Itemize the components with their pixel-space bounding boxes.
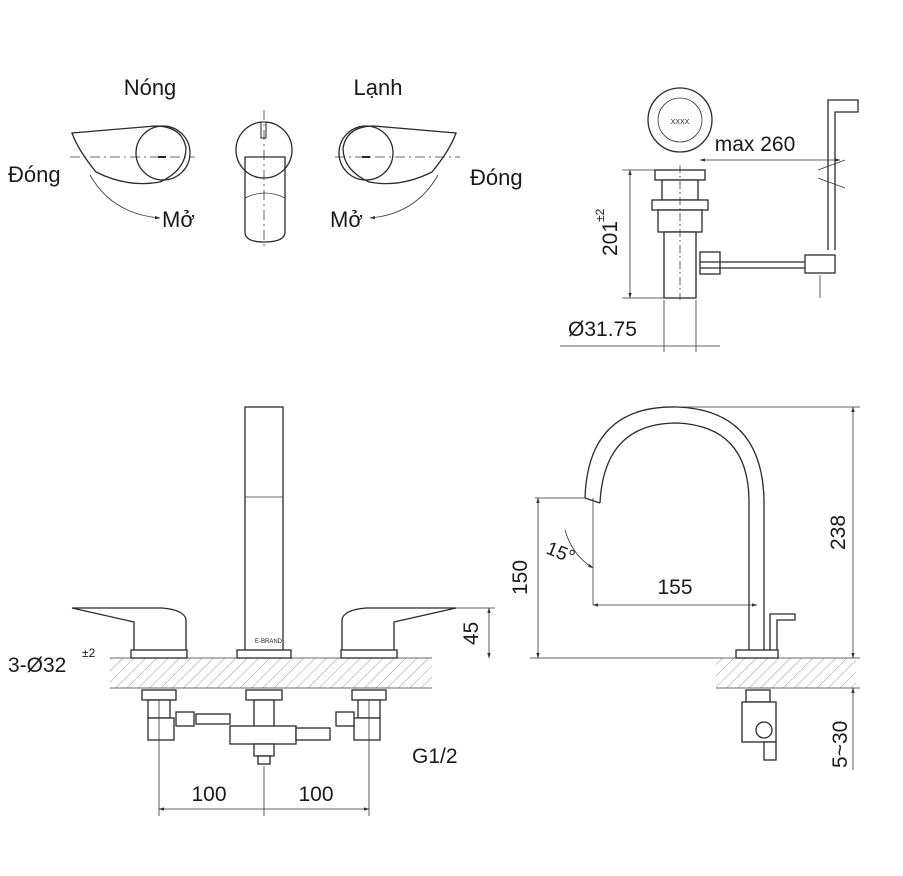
pull-rod-icon <box>817 99 859 298</box>
cold-close-label: Đóng <box>470 165 523 190</box>
spout-column-icon: E-BRAND <box>236 406 292 659</box>
drain-diagram: XXXX max 260 201 ±2 <box>560 87 859 352</box>
left-handle-icon <box>71 607 188 659</box>
side-counter-hatch <box>716 658 856 688</box>
right-handle-icon <box>340 607 457 659</box>
hot-handle-icon <box>70 125 195 220</box>
drain-height-tolerance: ±2 <box>593 208 607 222</box>
spacing-left-label: 100 <box>191 783 226 806</box>
side-handle-icon <box>235 110 293 250</box>
cold-handle-icon <box>335 125 460 220</box>
hot-title: Nóng <box>124 75 177 100</box>
hot-close-label: Đóng <box>8 162 61 187</box>
thread-label: G1/2 <box>412 745 458 768</box>
drain-height-label: 201 <box>599 221 622 256</box>
handle-operation-diagram: Nóng Lạnh Đóng Mở Mở Đóng <box>8 75 523 250</box>
deck-thickness-label: 5~30 <box>829 721 852 768</box>
gooseneck-spout-icon <box>584 406 796 761</box>
drain-body-icon <box>651 165 836 300</box>
cold-title: Lạnh <box>354 75 403 100</box>
cold-open-label: Mở <box>330 207 363 232</box>
svg-text:E-BRAND: E-BRAND <box>255 639 283 645</box>
holes-label: 3-Ø32 <box>8 654 66 677</box>
reach-label: 155 <box>657 576 692 599</box>
front-view-diagram: E-BRAND <box>8 406 495 816</box>
counter-hatch <box>110 658 432 688</box>
holes-tolerance: ±2 <box>82 646 96 660</box>
total-height-label: 238 <box>827 515 850 550</box>
handle-height-label: 45 <box>460 622 483 645</box>
hot-open-label: Mở <box>162 207 195 232</box>
under-counter-valves-icon <box>141 689 387 765</box>
spacing-right-label: 100 <box>298 783 333 806</box>
spout-height-label: 150 <box>509 560 532 595</box>
drain-cap-text: XXXX <box>671 119 690 126</box>
drain-diameter-label: Ø31.75 <box>568 318 637 341</box>
angle-label: 15° <box>543 538 578 568</box>
side-view-diagram: 15° 150 155 238 5~30 <box>509 406 860 770</box>
drain-max-label: max 260 <box>715 133 796 156</box>
